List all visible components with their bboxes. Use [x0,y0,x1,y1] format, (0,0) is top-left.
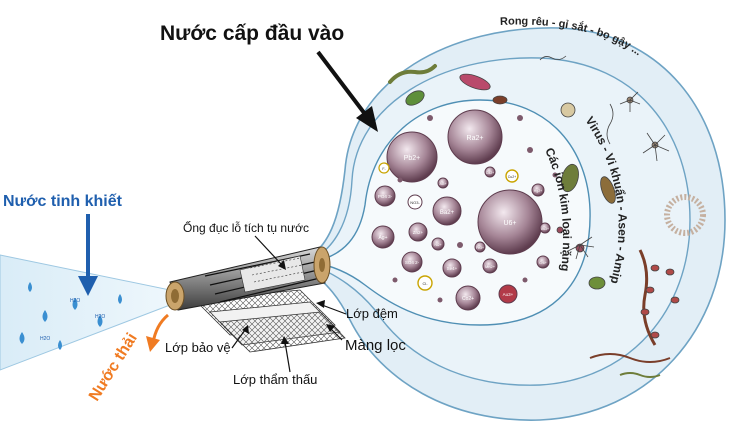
drop-label: H2O [70,298,80,304]
ion-cl [417,275,433,291]
ion-se [442,258,462,278]
ion-mn [482,258,498,274]
ion-zn-label: Zn2+ [413,230,424,235]
ion-po4 [374,185,396,207]
spacer-label: Lớp đệm [346,306,398,321]
ion-u-label: U6+ [503,220,516,227]
tube-label: Ống đục lỗ tích tụ nước [183,220,309,235]
ion-cl-label: Cl- [422,281,428,286]
ion-so4 [401,251,423,273]
ion-f-label: F- [382,167,386,171]
ion-ra-label: Ra2+ [467,135,484,142]
ion-ag [371,225,395,249]
ion-co-label: Co2+ [462,296,474,302]
ion-fe-label: Fe3+ [476,246,484,250]
ion-al [437,177,449,189]
ion-so4-label: SO4 2- [405,260,420,265]
ion-zn [408,222,428,242]
ion-hg-label: Hg2+ [534,189,542,193]
ion-ni-label: Ni2+ [434,243,441,247]
ion-fe [474,241,486,253]
ion-ni [431,237,445,251]
ion-ba-label: Ba2+ [440,210,455,216]
ion-u [477,189,543,255]
ion-as-label: As3+ [541,227,549,231]
ion-particles: Pb2+ Ra2+ U6+ Ba2+ PO4 3- NO3- Ag+ Zn2+ … [371,109,558,311]
ro-membrane-module [165,246,346,353]
ion-ag-label: Ag+ [378,235,387,241]
membrane-label: Màng lọc [345,337,406,354]
permeate-label: Lớp thẩm thấu [233,372,317,387]
ion-no3-label: NO3- [410,200,420,205]
water-drops: H2O H2O H2O [19,282,122,350]
pure-water-stream [0,254,171,371]
ion-cd-label: Cd2+ [486,171,494,175]
outer-ring-organisms [589,91,706,378]
ion-cr [536,255,550,269]
ion-hg [531,183,545,197]
ion-cu [505,169,519,183]
page-title: Nước cấp đầu vào [160,22,344,45]
drop-label: H2O [95,314,105,320]
ion-au-label: Au3+ [503,292,514,297]
arrows [78,50,378,373]
ion-f [378,162,390,174]
ion-ra [447,109,503,165]
ion-no3 [407,194,423,210]
microorganisms [388,55,616,290]
ion-cd [484,166,496,178]
ion-al-label: Al3+ [439,182,446,186]
ion-cr-label: Cr6+ [539,261,547,265]
waste-water-label: Nước thải [86,330,141,404]
ion-as [539,222,551,234]
ion-se-label: Se4+ [447,266,458,271]
ion-cu-label: Cu2+ [508,175,516,179]
ion-po4-label: PO4 3- [378,194,393,199]
ion-pb-label: Pb2+ [404,155,421,162]
ion-mn-label: Mn2+ [485,264,496,269]
ion-au [498,284,518,304]
pure-water-label: Nước tinh khiết [3,193,123,210]
ion-pb [386,131,438,183]
ion-ba [432,196,462,226]
ion-co [455,285,481,311]
protective-label: Lớp bảo vệ [165,340,231,355]
drop-label: H2O [40,336,50,342]
